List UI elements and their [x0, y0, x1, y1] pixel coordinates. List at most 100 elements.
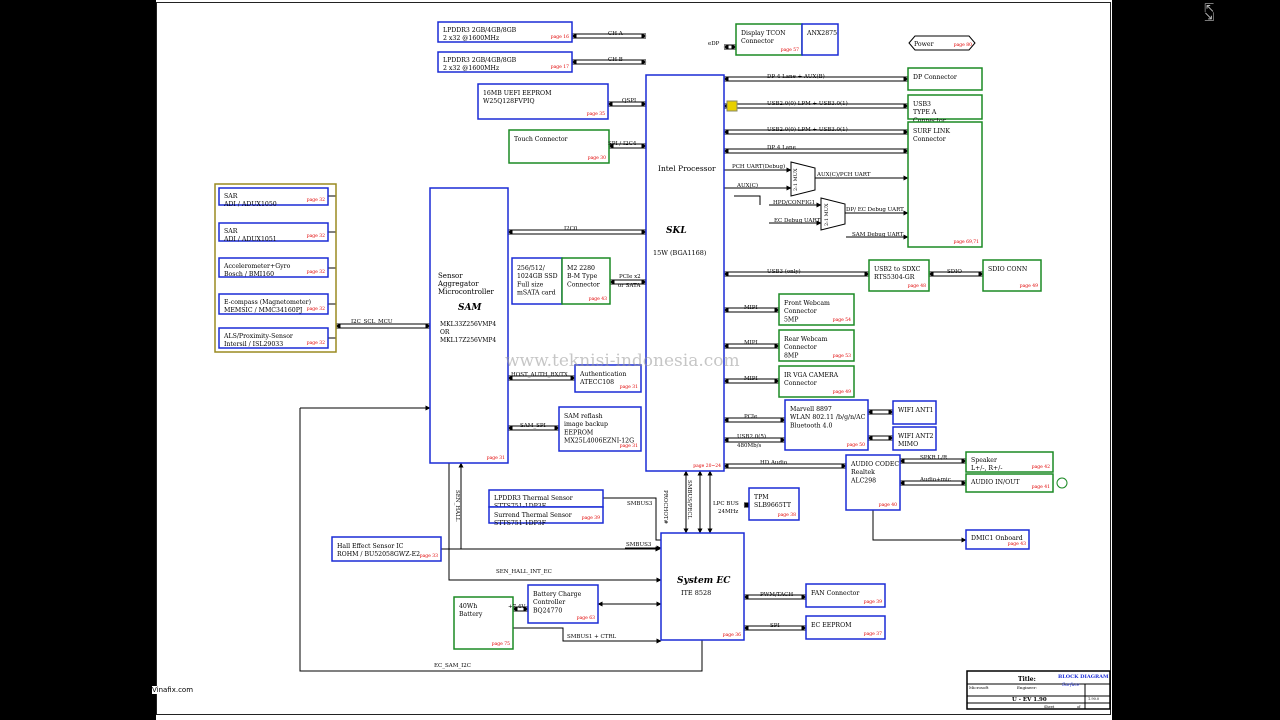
- signal-aux-c: AUX(C): [736, 182, 758, 189]
- ir_cam-line1: IR VGA CAMERA: [784, 372, 839, 379]
- signal-hpd: HPD/CONFIG1: [773, 200, 815, 206]
- battery-ref: page 75: [492, 641, 510, 647]
- signal-lpc-speed: 24MHz: [718, 509, 738, 515]
- block-border: [982, 259, 1042, 292]
- usb3a-line3: Connector: [913, 117, 946, 124]
- signal-ec-sam-i2c: EC_SAM_I2C: [434, 663, 471, 669]
- hall-ref: page 33: [420, 553, 438, 559]
- block-border: [218, 327, 329, 349]
- signal-lpc: LPC BUS: [713, 501, 739, 507]
- block-dp-conn[interactable]: DP Connector: [907, 67, 983, 91]
- block-border: [778, 293, 855, 326]
- block-border: [784, 399, 869, 451]
- dp_conn-line1: DP Connector: [913, 74, 957, 81]
- thermal2-line2: STTS751-1DP3F: [494, 520, 547, 527]
- highlight-marker: [726, 100, 738, 112]
- block-border: [558, 406, 642, 452]
- surf-line2: Connector: [913, 136, 946, 143]
- signal-v74: +7.4V: [508, 604, 526, 610]
- uefi-line1: 16MB UEFI EEPROM: [483, 90, 552, 97]
- expand-icon[interactable]: ⇱: [1203, 1, 1214, 15]
- ssd-line4: mSATA card: [517, 290, 556, 297]
- sar2-line2: ADI / ADUX1051: [223, 236, 277, 243]
- viewer-window-controls[interactable]: ⇱ ⇲: [1203, 1, 1214, 24]
- block-sam[interactable]: SensorAggregatorMicrocontrollerSAMMKL33Z…: [429, 187, 509, 464]
- sam_reflash-line2: image backup: [564, 421, 608, 428]
- collapse-icon[interactable]: ⇲: [1203, 10, 1214, 24]
- signal-dp-ec-debug: DP/ EC Debug UART: [846, 207, 904, 213]
- sar1-line2: ADI / ADUX1050: [223, 201, 277, 208]
- block-thermal2[interactable]: Surrend Thermal SensorSTTS751-1DP3Fpage …: [488, 506, 604, 527]
- block-border: [965, 451, 1054, 473]
- block-border: [508, 129, 610, 164]
- company-label: Microsoft: [969, 685, 989, 690]
- usb3a-line1: USB3: [913, 101, 931, 108]
- webcam_f-line2: Connector: [784, 308, 817, 315]
- block-border: [331, 536, 442, 562]
- block-border: [907, 67, 983, 91]
- block-border: [892, 426, 937, 451]
- sdio_conn-line1: SDIO CONN: [988, 266, 1028, 273]
- block-border: [907, 94, 983, 120]
- webcam_f-ref: page 54: [833, 317, 851, 323]
- signal-edp: eDP: [708, 41, 720, 47]
- block-border: [488, 506, 604, 524]
- block-ecompass[interactable]: E-compass (Magnetometer)MEMSIC / MMC3416…: [218, 293, 329, 315]
- sensor-group-frame: [214, 183, 337, 353]
- block-anx[interactable]: ANX2875: [801, 23, 839, 56]
- bus-line: [603, 497, 661, 541]
- block-border: [511, 257, 563, 305]
- lpddr3_a-line1: LPDDR3 2GB/4GB/8GB: [443, 27, 517, 34]
- block-border: [660, 532, 745, 641]
- block-wifi1[interactable]: WIFI ANT1: [892, 400, 937, 425]
- signal-dp4: DP 4 Lane: [767, 145, 796, 151]
- cpu-line3: 15W (BGA1168): [653, 249, 707, 257]
- block-border: [218, 257, 329, 278]
- signal-mipi1: MIPI: [744, 305, 758, 311]
- accel-line1: Accelerometer+Gyro: [223, 263, 291, 270]
- signal-usb-lpm2: USB2.0(0) LPM + USB3.0(1): [767, 126, 848, 133]
- uefi-line2: W25Q128FVPIQ: [483, 98, 535, 105]
- surf-line1: SURF LINK: [913, 128, 950, 135]
- bus-line: [299, 408, 703, 672]
- ir_cam-line2: Connector: [784, 380, 817, 387]
- block-border: [845, 454, 901, 511]
- of-label: of: [1077, 705, 1081, 709]
